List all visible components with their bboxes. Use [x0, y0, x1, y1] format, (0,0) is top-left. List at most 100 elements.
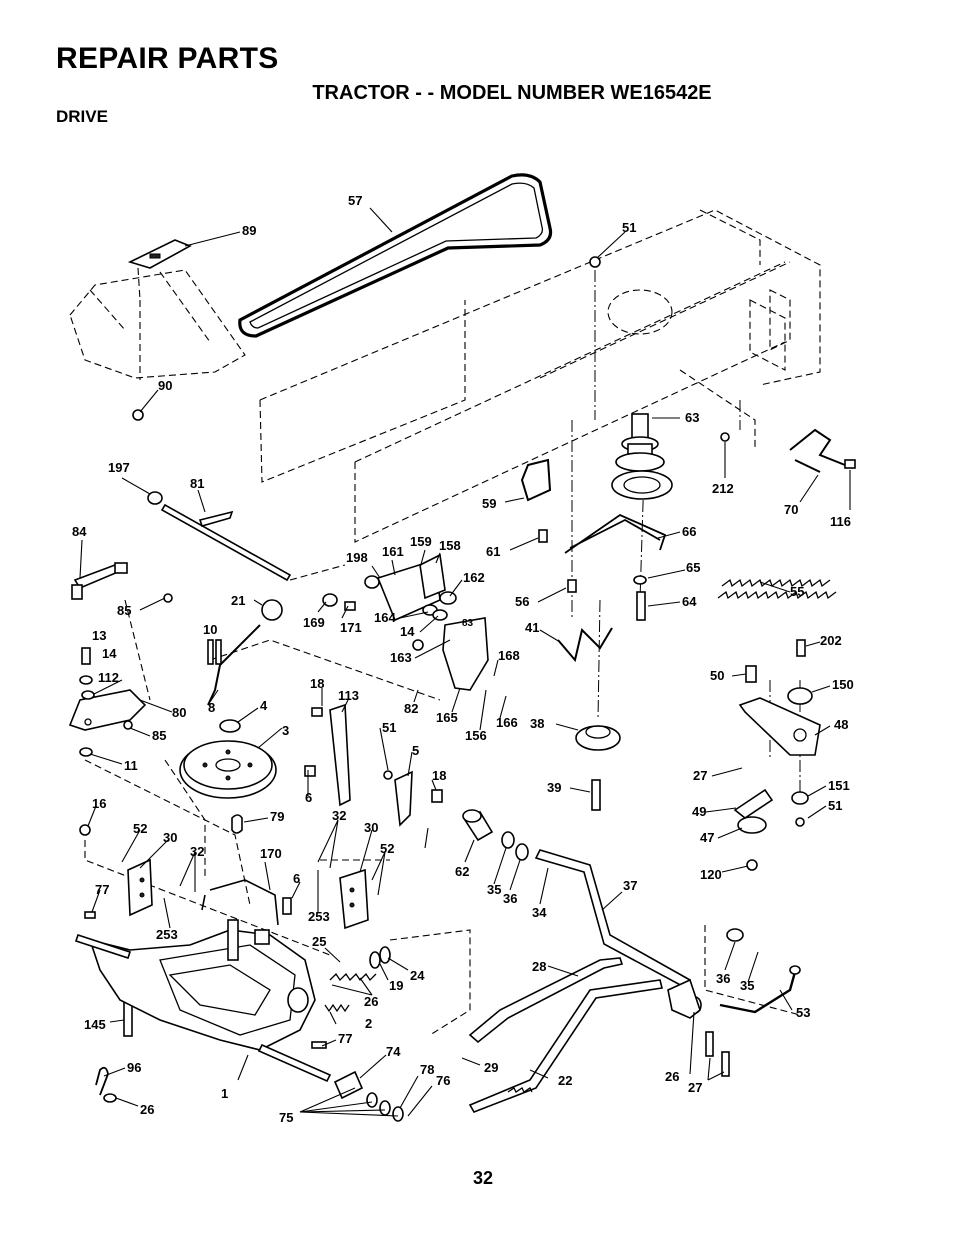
- callout: 78: [420, 1062, 434, 1077]
- callout: 18: [310, 676, 324, 691]
- model-number-heading: TRACTOR - - MODEL NUMBER WE16542E: [312, 82, 712, 104]
- callout: 30: [163, 830, 177, 845]
- callout: 59: [482, 496, 496, 511]
- callout: 164: [374, 610, 396, 625]
- axle-hardware-75: [84, 911, 404, 1122]
- transaxle-1: [74, 919, 332, 1083]
- callout: 112: [98, 670, 119, 685]
- callout: 27: [693, 768, 707, 783]
- callout: 64: [682, 594, 697, 609]
- plate-80: [68, 689, 147, 731]
- brackets-113-5: [304, 703, 413, 827]
- callout: 77: [95, 882, 109, 897]
- callout: 10: [203, 622, 217, 637]
- bolts: [81, 529, 806, 1077]
- spring-55: [717, 578, 837, 600]
- brake-arm-assembly: [322, 553, 489, 691]
- rods-28-22: [468, 957, 663, 1113]
- callout: 61: [486, 544, 500, 559]
- callout: 161: [382, 544, 404, 559]
- callout: 169: [303, 615, 325, 630]
- callout: 166: [496, 715, 518, 730]
- jackshaft-pulley-63: [611, 413, 673, 500]
- callout: 120: [700, 867, 722, 882]
- callout: 34: [532, 905, 547, 920]
- callout: 16: [92, 796, 106, 811]
- springs-25: [324, 946, 391, 1013]
- callout: 62: [455, 864, 469, 879]
- callout: 90: [158, 378, 172, 393]
- callout: 36: [503, 891, 517, 906]
- callout: 47: [700, 830, 714, 845]
- bracket-26-right: [667, 978, 701, 1019]
- spacer-62: [462, 809, 494, 842]
- brake-rod-70: [789, 428, 856, 473]
- seat-plate-89: [127, 239, 192, 380]
- callout: 57: [348, 193, 362, 208]
- callout: 202: [820, 633, 842, 648]
- callout: 5: [412, 743, 419, 758]
- callout: 32: [190, 844, 204, 859]
- callout: 171: [340, 620, 362, 635]
- callout: 24: [410, 968, 425, 983]
- callout: 26: [665, 1069, 679, 1084]
- callout: 197: [108, 460, 130, 475]
- hardware-nuts: [79, 256, 805, 871]
- page-title: REPAIR PARTS: [56, 42, 279, 75]
- callout: 79: [270, 809, 284, 824]
- callout: 18: [432, 768, 446, 783]
- callout: 212: [712, 481, 734, 496]
- callout: 52: [133, 821, 147, 836]
- callout: 14: [400, 624, 415, 639]
- callout: 84: [72, 524, 87, 539]
- idler-pulleys-38-150: [575, 687, 813, 834]
- leader-lines: [79, 207, 851, 1117]
- callout: 113: [338, 688, 359, 703]
- callout: 170: [260, 846, 282, 861]
- page-number: 32: [0, 1168, 954, 1189]
- callout: 8: [208, 700, 215, 715]
- callout: 36: [716, 971, 730, 986]
- callout: 151: [828, 778, 850, 793]
- callout: 158: [439, 538, 461, 553]
- callout: 145: [84, 1017, 106, 1032]
- callout: 4: [260, 698, 268, 713]
- callout: 52: [380, 841, 394, 856]
- callout: 1: [221, 1086, 228, 1101]
- cotter-pin-96: [95, 1066, 109, 1096]
- callout: 80: [172, 705, 186, 720]
- idler-arm-48: [738, 697, 821, 756]
- callout: 56: [515, 594, 529, 609]
- callout: 6: [293, 871, 300, 886]
- callout: 51: [828, 798, 842, 813]
- callout: 51: [622, 220, 636, 235]
- callout: 63: [685, 410, 699, 425]
- callout: 26: [140, 1102, 154, 1117]
- callout: 89: [242, 223, 256, 238]
- callout: 37: [623, 878, 637, 893]
- callout: 27: [688, 1080, 702, 1095]
- callout: 66: [682, 524, 696, 539]
- callout: 76: [436, 1073, 450, 1088]
- callout: 2: [365, 1016, 372, 1031]
- callout: 70: [784, 502, 798, 517]
- callout: 19: [389, 978, 403, 993]
- callout: 49: [692, 804, 706, 819]
- shift-rod-170: [201, 879, 279, 926]
- callout: 156: [465, 728, 487, 743]
- callout: 14: [102, 646, 117, 661]
- callout: 162: [463, 570, 485, 585]
- callout: 41: [525, 620, 539, 635]
- knob-21: [207, 599, 283, 706]
- callout-labels: 57 89 51 90 63 212 70 116 197 81 59 66 8…: [72, 193, 854, 1125]
- callout: 168: [498, 648, 520, 663]
- callout: 85: [117, 603, 131, 618]
- drive-belt: [238, 173, 553, 338]
- callout: 55: [790, 584, 804, 599]
- callout: 32: [332, 808, 346, 823]
- idler-bracket-66: [564, 513, 667, 554]
- callout: 77: [338, 1031, 352, 1046]
- callout: 150: [832, 677, 854, 692]
- bracket-49: [733, 788, 774, 819]
- callout: 74: [386, 1044, 401, 1059]
